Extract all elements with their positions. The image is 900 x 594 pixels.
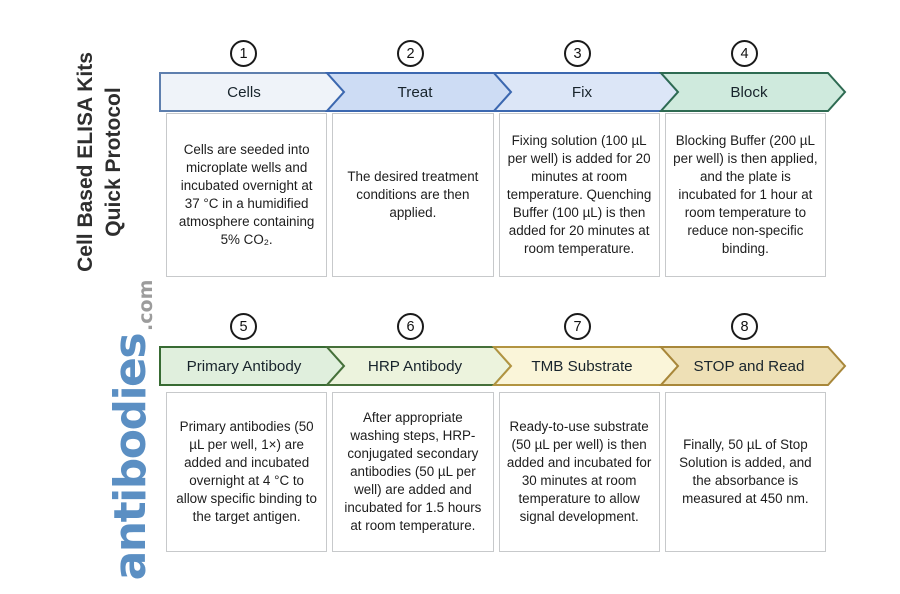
step-2-circle: 2 — [397, 40, 424, 67]
step-4-circle: 4 — [731, 40, 758, 67]
step-7-description-box: Ready-to-use substrate (50 µL per well) … — [498, 392, 660, 552]
step-7-arrow-label: TMB Substrate — [531, 358, 632, 375]
step-1-circle: 1 — [230, 40, 257, 67]
description-row-1: Cells are seeded into microplate wells a… — [166, 113, 826, 277]
step-8-description: Finally, 50 µL of Stop Solution is added… — [679, 437, 812, 506]
step-3-description: Fixing solution (100 µL per well) is add… — [506, 133, 652, 256]
step-5-arrow-label: Primary Antibody — [187, 358, 302, 375]
step-5-description-box: Primary antibodies (50 µL per well, 1×) … — [166, 392, 328, 552]
step-8-circle: 8 — [731, 313, 758, 340]
step-2-description-box: The desired treatment conditions are the… — [332, 113, 494, 277]
logo-domain-suffix: .com — [135, 279, 157, 331]
logo-wordmark: antibodies — [105, 333, 156, 581]
description-row-2: Primary antibodies (50 µL per well, 1×) … — [166, 392, 826, 552]
step-2-arrow-label: Treat — [398, 84, 434, 101]
step-6-description: After appropriate washing steps, HRP-con… — [344, 410, 482, 533]
step-4-arrow — [658, 72, 847, 112]
step-3-circle: 3 — [564, 40, 591, 67]
antibodies-logo: antibodies .com — [43, 279, 157, 581]
arrow-row-2: Primary Antibody HRP Antibody TMB Substr… — [159, 346, 847, 386]
step-7-description: Ready-to-use substrate (50 µL per well) … — [506, 419, 652, 524]
step-5-circle: 5 — [230, 313, 257, 340]
step-6-circle: 6 — [397, 313, 424, 340]
step-1-description: Cells are seeded into microplate wells a… — [178, 142, 315, 247]
step-6-description-box: After appropriate washing steps, HRP-con… — [332, 392, 494, 552]
step-3-arrow-label: Fix — [572, 84, 593, 101]
page-title: Cell Based ELISA Kits Quick Protocol — [71, 37, 129, 287]
step-8-arrow-label: STOP and Read — [694, 358, 805, 375]
step-1-description-box: Cells are seeded into microplate wells a… — [166, 113, 328, 277]
step-8-description-box: Finally, 50 µL of Stop Solution is added… — [664, 392, 826, 552]
step-7-circle: 7 — [564, 313, 591, 340]
step-5-description: Primary antibodies (50 µL per well, 1×) … — [176, 419, 317, 524]
arrow-row-1: Cells Treat Fix Block — [159, 72, 847, 112]
step-3-description-box: Fixing solution (100 µL per well) is add… — [498, 113, 660, 277]
step-6-arrow-label: HRP Antibody — [368, 358, 463, 375]
page-title-line2: Quick Protocol — [102, 87, 125, 237]
step-4-description-box: Blocking Buffer (200 µL per well) is the… — [664, 113, 826, 277]
step-1-arrow-label: Cells — [227, 84, 261, 101]
page-title-line1: Cell Based ELISA Kits — [74, 52, 98, 272]
step-8-arrow — [658, 346, 847, 386]
step-4-arrow-label: Block — [730, 84, 768, 101]
step-4-description: Blocking Buffer (200 µL per well) is the… — [673, 133, 818, 256]
step-2-description: The desired treatment conditions are the… — [347, 169, 479, 220]
